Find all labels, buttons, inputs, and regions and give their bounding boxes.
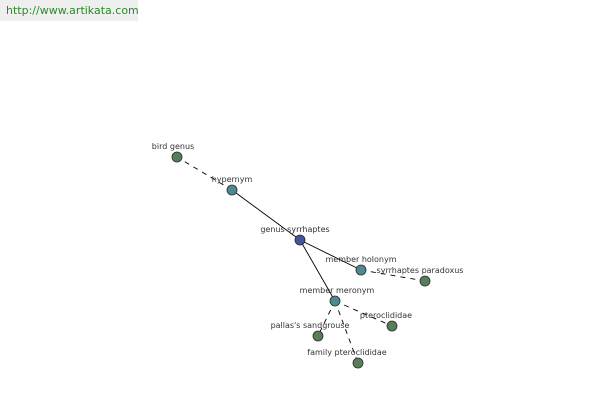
node-label-pterocliididae: pteroclididae	[360, 311, 412, 320]
node-dot-syrrhaptes-paradoxus[interactable]	[419, 275, 431, 287]
node-label-pallass-sandgrouse: pallas's sandgrouse	[271, 321, 350, 330]
graph-node-bird-genus[interactable]: bird genus	[152, 142, 194, 163]
node-dot-bird-genus[interactable]	[171, 151, 183, 163]
node-dot-center[interactable]	[294, 234, 306, 246]
graph-node-family-pteroclididae[interactable]: family pteroclididae	[307, 348, 387, 369]
node-label-syrrhaptes-paradoxus: syrrhaptes paradoxus	[377, 266, 464, 275]
graph-node-syrrhaptes-paradoxus[interactable]: syrrhaptes paradoxus	[377, 266, 464, 287]
node-dot-hypernym[interactable]	[226, 184, 238, 196]
graph-node-center[interactable]: genus syrrhaptes	[260, 225, 330, 246]
node-label-member-meronym: member meronym	[300, 286, 375, 295]
node-dot-pallass-sandgrouse[interactable]	[312, 330, 324, 342]
edge-center-to-member-meronym	[299, 239, 336, 302]
graph-node-member-meronym[interactable]: member meronym	[300, 286, 375, 307]
node-dot-member-holonym[interactable]	[355, 264, 367, 276]
edge-member-holonym-to-syrrhaptes-paradoxus	[360, 269, 426, 282]
graph-node-member-holonym[interactable]: member holonym	[325, 255, 397, 276]
graph-node-pallass-sandgrouse[interactable]: pallas's sandgrouse	[271, 321, 350, 342]
node-label-center: genus syrrhaptes	[260, 225, 329, 234]
edge-member-meronym-to-pterocliididae	[334, 300, 393, 327]
node-dot-member-meronym[interactable]	[329, 295, 341, 307]
node-label-member-holonym: member holonym	[325, 255, 396, 264]
edge-hypernym-to-bird-genus	[176, 156, 233, 191]
edge-center-to-member-holonym	[299, 239, 362, 271]
node-dot-family-pteroclididae[interactable]	[352, 357, 364, 369]
node-label-hypernym: hypernym	[212, 175, 253, 184]
graph-edges	[176, 156, 426, 364]
edge-member-meronym-to-pallass-sandgrouse	[317, 300, 336, 337]
graph-node-hypernym[interactable]: hypernym	[212, 175, 253, 196]
edge-center-to-hypernym	[231, 189, 301, 241]
url-banner[interactable]: http://www.artikata.com	[0, 0, 139, 21]
node-label-family-pteroclididae: family pteroclididae	[307, 348, 387, 357]
graph-node-pterocliididae[interactable]: pteroclididae	[360, 311, 412, 332]
node-dot-pterocliididae[interactable]	[386, 320, 398, 332]
node-label-bird-genus: bird genus	[152, 142, 194, 151]
edge-member-meronym-to-family-pteroclididae	[334, 300, 359, 364]
graph-nodes: genus syrrhaptes hypernym bird genus member…	[152, 142, 464, 369]
